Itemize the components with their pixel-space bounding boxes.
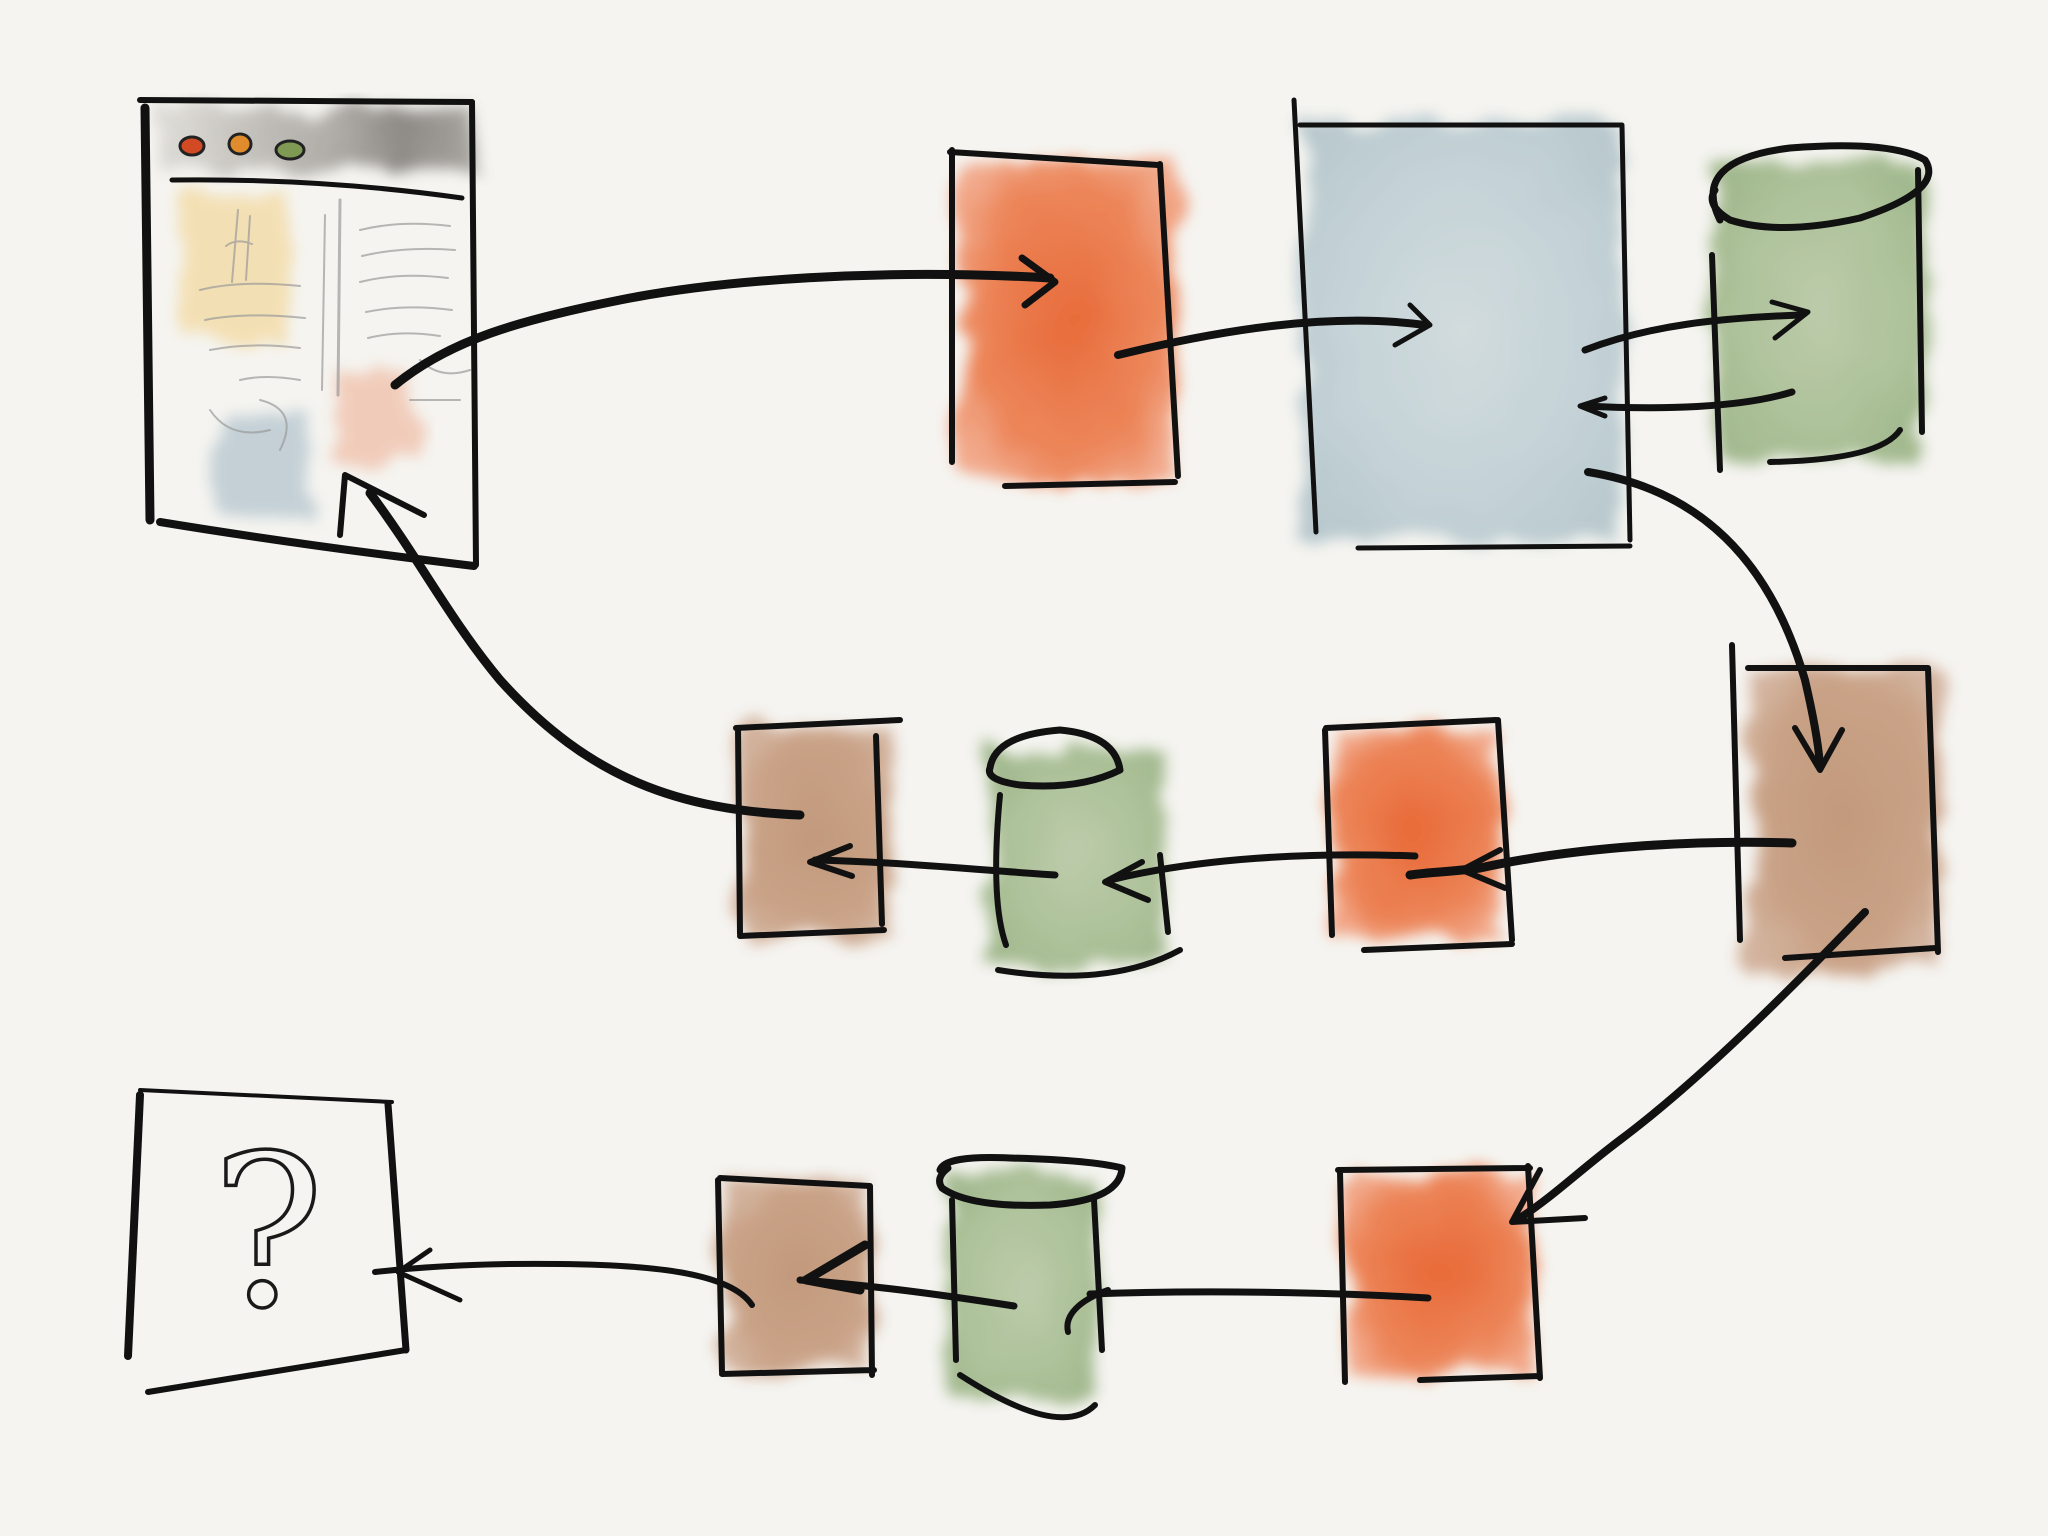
blue-box-top [1291, 97, 1633, 551]
brown-box-mid-fill [740, 726, 890, 936]
arrowhead-icon [1792, 725, 1845, 773]
arrowhead-icon [1102, 859, 1151, 903]
browser-title-bar [160, 108, 472, 170]
browser-right-edge [469, 99, 479, 568]
browser-yellow-panel [180, 190, 290, 340]
orange-box-top-fill [958, 160, 1176, 480]
brown-box-right-fill [1748, 668, 1940, 968]
orange-box-bottom-fill [1345, 1172, 1535, 1372]
arrows [337, 254, 1869, 1335]
arrow-brown-to-orange-bottom [1516, 908, 1869, 1222]
question-mark-icon: ? [212, 1110, 325, 1355]
arrow-blue-to-brown [1584, 468, 1824, 769]
maximize-dot-icon [274, 139, 306, 161]
arrow-database-to-brown [811, 856, 1059, 879]
brown-box-bottom-fill [722, 1180, 872, 1370]
arrow-blue-to-database [1581, 311, 1804, 354]
green-cylinder-mid [985, 726, 1183, 979]
arrowhead-icon [1018, 254, 1059, 309]
arrowhead-icon [1509, 1167, 1588, 1225]
arrowhead-icon [337, 472, 427, 538]
browser-blue-panel [215, 420, 315, 520]
arrowhead-icon [1577, 395, 1608, 419]
window-control-dots [178, 132, 306, 161]
unknown-box: ? [124, 1088, 410, 1395]
blue-box-top-fill [1302, 122, 1622, 542]
arrowhead-icon [1392, 302, 1433, 348]
arrowhead-icon [807, 843, 855, 879]
green-cylinder-bottom [936, 1154, 1126, 1421]
arrow-database-to-blue [1581, 388, 1796, 412]
green-cylinder-top [1708, 142, 1933, 473]
arrowhead-icon [1064, 1287, 1111, 1335]
orange-box-bottom [1335, 1163, 1543, 1385]
brown-box-mid [733, 717, 903, 939]
arrow-brown-to-browser [365, 488, 805, 820]
browser-bar-divider [169, 177, 465, 201]
brown-box-bottom [715, 1175, 877, 1378]
arrow-brown-to-orange [1405, 837, 1797, 880]
database-icon [936, 1154, 1126, 1209]
browser-top-edge [137, 97, 475, 105]
brown-box-right [1729, 642, 1941, 968]
close-dot-icon [178, 135, 206, 157]
browser-sketch-lines [199, 198, 471, 451]
browser-left-edge [140, 103, 155, 525]
orange-box-top [947, 147, 1181, 489]
database-icon [1708, 142, 1933, 231]
orange-box-mid [1322, 717, 1515, 953]
arrow-orange-to-database [1106, 851, 1419, 884]
arrow-browser-to-orange [390, 269, 1055, 390]
minimize-dot-icon [227, 132, 253, 156]
browser-bottom-edge [156, 518, 478, 570]
database-icon [985, 726, 1124, 790]
arrow-orange-to-blue [1114, 316, 1429, 359]
orange-box-mid-fill [1330, 728, 1500, 938]
arrowhead-icon [801, 1240, 870, 1295]
arrowhead-icon [395, 1247, 463, 1303]
arrow-orange-to-database-bottom [1086, 1288, 1432, 1302]
arrowhead-icon [1459, 847, 1508, 891]
browser-window [137, 97, 479, 570]
arrow-brown-to-unknown [372, 1260, 755, 1308]
arrowhead-icon [1769, 299, 1811, 341]
